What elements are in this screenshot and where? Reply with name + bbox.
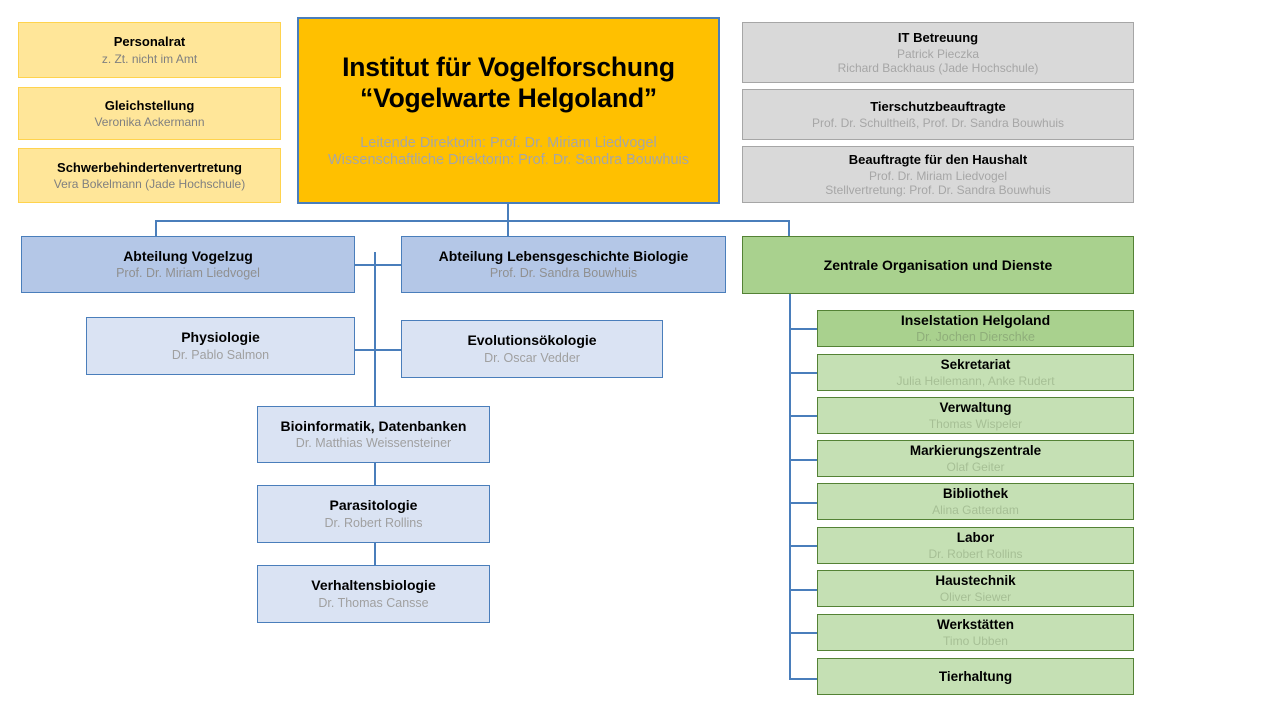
central-unit-haustechnik-sub: Oliver Siewer xyxy=(939,589,1012,604)
group-evolutionsoekologie-sub: Dr. Oscar Vedder xyxy=(484,350,580,365)
service-it-betreuung[interactable]: IT Betreuung Patrick Pieczka Richard Bac… xyxy=(742,22,1134,83)
group-bioinformatik-datenbanken-sub: Dr. Matthias Weissensteiner xyxy=(295,436,452,451)
group-parasitologie-title: Parasitologie xyxy=(329,497,418,514)
committee-gleichstellung[interactable]: Gleichstellung Veronika Ackermann xyxy=(18,87,281,140)
connector-spine-to-vogelzug xyxy=(355,264,376,266)
committee-gleichstellung-title: Gleichstellung xyxy=(104,97,195,113)
central-unit-inselstation-helgoland[interactable]: Inselstation Helgoland Dr. Jochen Diersc… xyxy=(817,310,1134,347)
central-unit-sekretariat-title: Sekretariat xyxy=(940,356,1011,372)
central-unit-labor[interactable]: Labor Dr. Robert Rollins xyxy=(817,527,1134,564)
connector-green-stub-6 xyxy=(789,589,818,591)
group-verhaltensbiologie-sub: Dr. Thomas Cansse xyxy=(318,595,429,610)
committee-personalrat-title: Personalrat xyxy=(113,34,186,50)
service-it-betreuung-sub1: Patrick Pieczka xyxy=(896,46,980,61)
group-physiologie[interactable]: Physiologie Dr. Pablo Salmon xyxy=(86,317,355,375)
central-unit-labor-title: Labor xyxy=(956,529,995,545)
committee-gleichstellung-sub: Veronika Ackermann xyxy=(94,115,205,130)
central-organisation-box[interactable]: Zentrale Organisation und Dienste xyxy=(742,236,1134,294)
central-unit-tierhaltung-title: Tierhaltung xyxy=(938,668,1013,684)
connector-green-stub-3 xyxy=(789,459,818,461)
central-unit-haustechnik-title: Haustechnik xyxy=(935,572,1016,588)
group-evolutionsoekologie-title: Evolutionsökologie xyxy=(467,332,597,349)
central-unit-inselstation-helgoland-sub: Dr. Jochen Dierschke xyxy=(916,330,1035,345)
central-unit-labor-sub: Dr. Robert Rollins xyxy=(928,546,1023,561)
group-bioinformatik-datenbanken-title: Bioinformatik, Datenbanken xyxy=(280,417,467,434)
central-unit-bibliothek-title: Bibliothek xyxy=(942,485,1009,501)
department-vogelzug[interactable]: Abteilung Vogelzug Prof. Dr. Miriam Lied… xyxy=(21,236,355,293)
institute-director-line1: Leitende Direktorin: Prof. Dr. Miriam Li… xyxy=(360,134,657,151)
connector-bus-to-lebensgeschichte xyxy=(507,220,509,236)
service-beauftragte-haushalt-title: Beauftragte für den Haushalt xyxy=(848,152,1028,168)
central-unit-werkstaetten[interactable]: Werkstätten Timo Ubben xyxy=(817,614,1134,651)
central-unit-markierungszentrale-title: Markierungszentrale xyxy=(909,442,1042,458)
group-verhaltensbiologie-title: Verhaltensbiologie xyxy=(311,577,436,594)
group-parasitologie[interactable]: Parasitologie Dr. Robert Rollins xyxy=(257,485,490,543)
central-unit-verwaltung-title: Verwaltung xyxy=(939,399,1012,415)
group-evolutionsoekologie[interactable]: Evolutionsökologie Dr. Oscar Vedder xyxy=(401,320,663,378)
committee-schwerbehindertenvertretung[interactable]: Schwerbehindertenvertretung Vera Bokelma… xyxy=(18,148,281,203)
connector-green-spine xyxy=(789,294,791,680)
institute-title-line1: Institut für Vogelforschung xyxy=(342,52,675,83)
central-organisation-title: Zentrale Organisation und Dienste xyxy=(823,256,1053,273)
group-parasitologie-sub: Dr. Robert Rollins xyxy=(324,515,423,530)
connector-green-stub-5 xyxy=(789,545,818,547)
connector-bioinformatik-to-parasitologie xyxy=(374,463,376,485)
central-unit-inselstation-helgoland-title: Inselstation Helgoland xyxy=(900,311,1051,328)
group-physiologie-sub: Dr. Pablo Salmon xyxy=(171,347,270,362)
service-it-betreuung-title: IT Betreuung xyxy=(897,30,979,46)
central-unit-werkstaetten-sub: Timo Ubben xyxy=(943,633,1008,648)
connector-spine-to-physiologie xyxy=(355,349,376,351)
institute-director-line2: Wissenschaftliche Direktorin: Prof. Dr. … xyxy=(327,151,690,168)
department-lebensgeschichte-biologie[interactable]: Abteilung Lebensgeschichte Biologie Prof… xyxy=(401,236,726,293)
group-bioinformatik-datenbanken[interactable]: Bioinformatik, Datenbanken Dr. Matthias … xyxy=(257,406,490,463)
connector-left-spine xyxy=(374,252,376,406)
service-tierschutzbeauftragte[interactable]: Tierschutzbeauftragte Prof. Dr. Schulthe… xyxy=(742,89,1134,140)
central-unit-markierungszentrale-sub: Olaf Geiter xyxy=(946,459,1005,474)
committee-personalrat[interactable]: Personalrat z. Zt. nicht im Amt xyxy=(18,22,281,78)
connector-green-stub-7 xyxy=(789,632,818,634)
department-vogelzug-title: Abteilung Vogelzug xyxy=(123,247,253,264)
service-tierschutzbeauftragte-sub1: Prof. Dr. Schultheiß, Prof. Dr. Sandra B… xyxy=(811,115,1065,130)
connector-spine-to-evolutionsoekologie xyxy=(374,349,401,351)
connector-orange-to-bus xyxy=(507,203,509,221)
department-lebensgeschichte-biologie-title: Abteilung Lebensgeschichte Biologie xyxy=(438,247,689,264)
institute-header-box[interactable]: Institut für Vogelforschung “Vogelwarte … xyxy=(297,17,720,204)
group-verhaltensbiologie[interactable]: Verhaltensbiologie Dr. Thomas Cansse xyxy=(257,565,490,623)
central-unit-werkstaetten-title: Werkstätten xyxy=(936,616,1015,632)
service-tierschutzbeauftragte-title: Tierschutzbeauftragte xyxy=(870,99,1006,115)
service-it-betreuung-sub2: Richard Backhaus (Jade Hochschule) xyxy=(837,60,1039,75)
department-lebensgeschichte-biologie-sub: Prof. Dr. Sandra Bouwhuis xyxy=(489,266,638,281)
service-beauftragte-haushalt-sub2: Stellvertretung: Prof. Dr. Sandra Bouwhu… xyxy=(825,182,1051,197)
central-unit-tierhaltung[interactable]: Tierhaltung xyxy=(817,658,1134,695)
central-unit-sekretariat[interactable]: Sekretariat Julia Heilemann, Anke Rudert xyxy=(817,354,1134,391)
central-unit-sekretariat-sub: Julia Heilemann, Anke Rudert xyxy=(896,373,1055,388)
group-physiologie-title: Physiologie xyxy=(181,329,260,346)
committee-schwerbehindertenvertretung-title: Schwerbehindertenvertretung xyxy=(57,159,242,175)
central-unit-markierungszentrale[interactable]: Markierungszentrale Olaf Geiter xyxy=(817,440,1134,477)
connector-spine-to-lebensgeschichte xyxy=(374,264,401,266)
department-vogelzug-sub: Prof. Dr. Miriam Liedvogel xyxy=(116,266,260,281)
central-unit-bibliothek[interactable]: Bibliothek Alina Gatterdam xyxy=(817,483,1134,520)
connector-parasitologie-to-verhaltensbiologie xyxy=(374,543,376,565)
service-beauftragte-haushalt[interactable]: Beauftragte für den Haushalt Prof. Dr. M… xyxy=(742,146,1134,203)
central-unit-verwaltung[interactable]: Verwaltung Thomas Wispeler xyxy=(817,397,1134,434)
connector-green-stub-2 xyxy=(789,415,818,417)
connector-bus-to-vogelzug xyxy=(155,220,157,236)
committee-personalrat-sub: z. Zt. nicht im Amt xyxy=(101,51,198,66)
connector-green-stub-8 xyxy=(789,678,818,680)
committee-schwerbehindertenvertretung-sub: Vera Bokelmann (Jade Hochschule) xyxy=(53,177,246,192)
service-beauftragte-haushalt-sub1: Prof. Dr. Miriam Liedvogel xyxy=(868,168,1008,183)
connector-main-bus xyxy=(155,220,789,222)
connector-green-stub-0 xyxy=(789,328,818,330)
institute-title-line2: “Vogelwarte Helgoland” xyxy=(360,83,657,114)
central-unit-haustechnik[interactable]: Haustechnik Oliver Siewer xyxy=(817,570,1134,607)
central-unit-verwaltung-sub: Thomas Wispeler xyxy=(928,416,1023,431)
connector-green-stub-1 xyxy=(789,372,818,374)
connector-green-stub-4 xyxy=(789,502,818,504)
central-unit-bibliothek-sub: Alina Gatterdam xyxy=(932,502,1019,517)
connector-bus-to-zentrale xyxy=(788,220,790,236)
